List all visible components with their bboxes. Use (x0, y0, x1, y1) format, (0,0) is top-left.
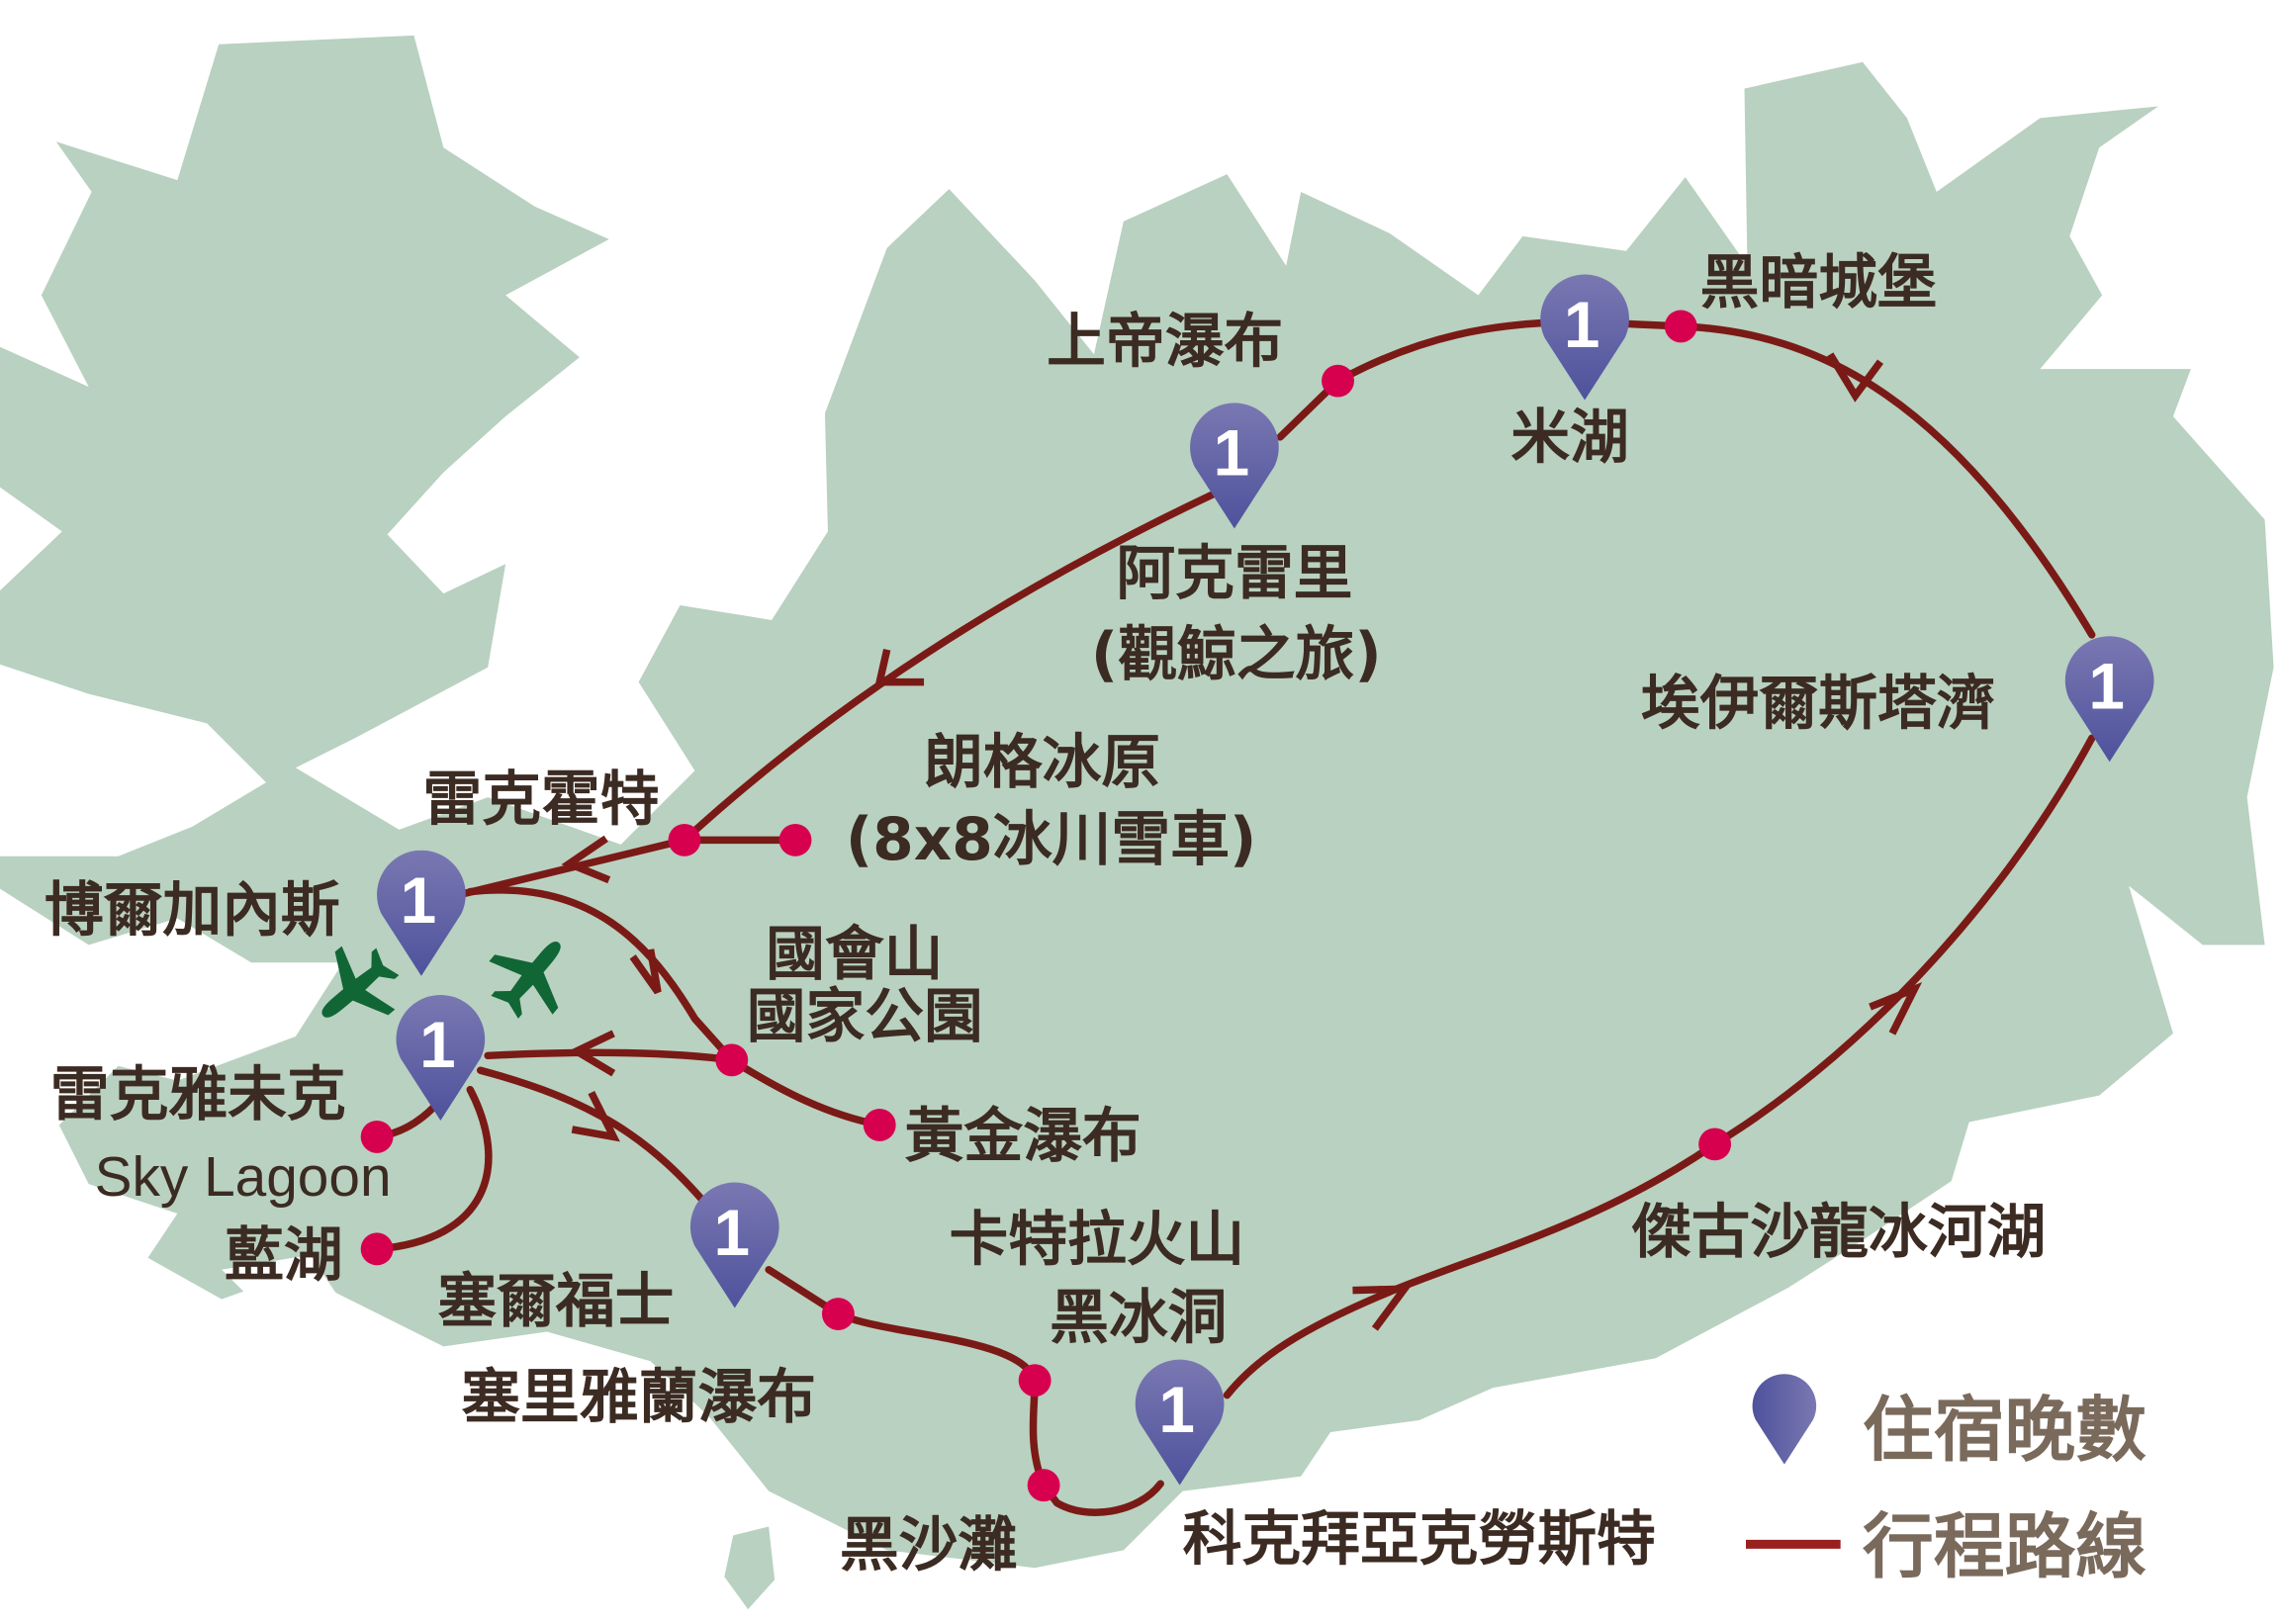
label-reykholt: 雷克霍特 (422, 766, 659, 834)
label-katla-2: 黑冰洞 (1050, 1284, 1227, 1352)
nights-count: 1 (2088, 651, 2125, 723)
label-gullfoss: 黃金瀑布 (905, 1103, 1142, 1171)
label-seljalandsfoss: 塞里雅蘭瀑布 (461, 1364, 816, 1432)
label-jokulsarlon: 傑古沙龍冰河湖 (1631, 1199, 2046, 1267)
map-pin-selfoss[interactable]: 1 (689, 1182, 779, 1308)
label-reykjavik: 雷克雅未克 (50, 1061, 346, 1129)
label-egilsstadir: 埃伊爾斯塔濟 (1641, 670, 1996, 738)
map-legend: 住宿晚數 行程路線 (1746, 1374, 2147, 1587)
label-thingvellir-1: 國會山 (766, 921, 943, 989)
map-pin-keflavik[interactable]: 1 (396, 994, 486, 1121)
route-arrow-icon (1826, 352, 1884, 403)
label-dark-castle: 黑暗城堡 (1700, 249, 1937, 317)
nights-count: 1 (1158, 1374, 1195, 1446)
stop-dots (360, 310, 1732, 1502)
stop-dot-katla (1018, 1364, 1051, 1398)
route-arrow-icon (874, 648, 925, 686)
label-selfoss: 塞爾福士 (437, 1268, 674, 1336)
route-arrow-icon (571, 1090, 620, 1142)
stop-dot-reykholt (668, 823, 701, 857)
nights-count: 1 (713, 1197, 750, 1269)
nights-count: 1 (419, 1009, 456, 1081)
nights-count: 1 (1214, 417, 1250, 490)
stop-dot-seljalandsfoss (821, 1298, 855, 1330)
label-myvatn: 米湖 (1510, 405, 1629, 473)
map-pin-myvatn[interactable]: 1 (1540, 274, 1629, 401)
route-arrow-icon (1869, 982, 1923, 1036)
legend-route-label: 行程路線 (1863, 1504, 2147, 1587)
map-pin-borgarnes[interactable]: 1 (377, 850, 466, 976)
label-langjokull: 朗格冰原 (924, 729, 1160, 797)
nights-count: 1 (1564, 289, 1600, 361)
stop-dot-sky-lagoon (360, 1120, 394, 1153)
stop-dot-jokulsarlon (1698, 1128, 1732, 1161)
iceland-landmass (0, 35, 2274, 1610)
map-pin-egilsstadir[interactable]: 1 (2064, 636, 2154, 763)
label-akureyri: 阿克雷里 (1116, 540, 1352, 608)
route-direction-arrows (561, 352, 1923, 1331)
stop-dot-gullfoss (863, 1109, 896, 1141)
label-blue-lagoon: 藍湖 (225, 1222, 343, 1291)
label-langjokull-sub: (8x8冰川雪車) (846, 806, 1256, 874)
label-akureyri-sub: (觀鯨之旅) (1091, 621, 1382, 689)
stop-dot-blue-lagoon (360, 1232, 394, 1266)
legend-pin-label: 住宿晚數 (1863, 1388, 2147, 1471)
label-godafoss: 上帝瀑布 (1047, 309, 1283, 377)
stop-dot-black-sand-beach (1027, 1469, 1060, 1502)
stop-dot-dark-castle (1664, 310, 1697, 343)
label-katla-1: 卡特拉火山 (949, 1206, 1244, 1274)
stop-dot-godafoss (1322, 364, 1354, 398)
route-arrow-icon (568, 1030, 616, 1077)
stop-dot-langjokull (778, 823, 812, 857)
route-arrow-icon (561, 835, 611, 884)
map-pin-akureyri[interactable]: 1 (1190, 403, 1279, 529)
place-labels: 黑暗城堡 上帝瀑布 米湖 阿克雷里 (觀鯨之旅) 埃伊爾斯塔濟 朗格冰原 (8x… (45, 249, 2046, 1579)
route-arrow-icon (629, 948, 662, 995)
label-borgarnes: 博爾加內斯 (45, 876, 340, 945)
map-pin-kirkjubaejarklaustur[interactable]: 1 (1135, 1359, 1225, 1486)
label-kirkjubaejarklaustur: 科克拜亞克勞斯特 (1183, 1505, 1656, 1574)
legend-pin-icon (1752, 1374, 1817, 1465)
label-sky-lagoon: Sky Lagoon (95, 1146, 392, 1209)
stop-dot-thingvellir (715, 1043, 749, 1077)
nights-count: 1 (401, 864, 437, 937)
route-arrow-icon (1352, 1285, 1413, 1331)
label-black-sand-beach: 黑沙灘 (840, 1511, 1017, 1579)
label-thingvellir-2: 國家公園 (747, 983, 983, 1051)
